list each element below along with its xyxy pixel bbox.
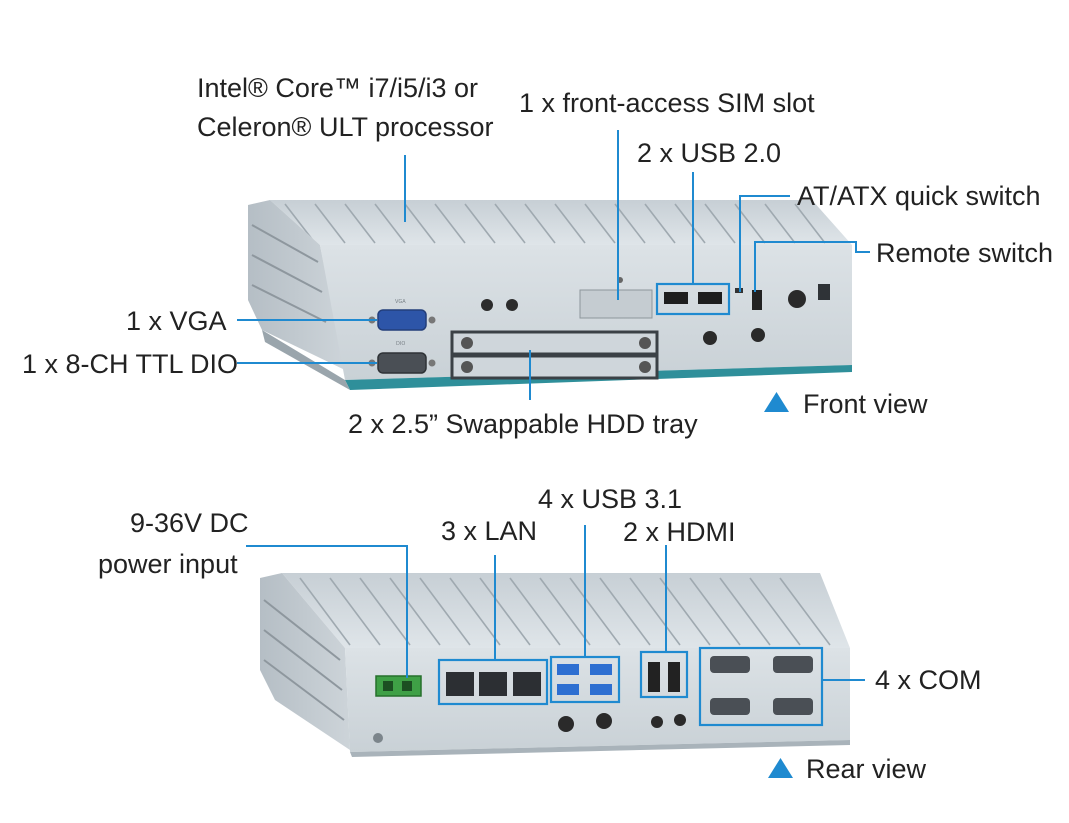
front-ports: VGA DIO bbox=[368, 277, 830, 380]
antenna-hole bbox=[703, 331, 717, 345]
com-port-1 bbox=[710, 656, 750, 673]
com-label: 4 x COM bbox=[875, 665, 982, 695]
com-port-2 bbox=[773, 656, 813, 673]
rear-leader-lines bbox=[246, 525, 865, 681]
hdd-tray-label: 2 x 2.5” Swappable HDD tray bbox=[348, 409, 698, 439]
rear-heatsink-fins bbox=[299, 577, 831, 646]
lan-label: 3 x LAN bbox=[441, 516, 537, 546]
front-aux-usb bbox=[818, 284, 830, 300]
usb3-port-2 bbox=[590, 664, 612, 675]
hdmi-highlight-box bbox=[639, 650, 689, 699]
svg-text:VGA: VGA bbox=[395, 299, 406, 305]
vga-port bbox=[377, 309, 427, 331]
dc-power-connector bbox=[375, 675, 422, 697]
com-port-3 bbox=[710, 698, 750, 715]
usb3-label: 4 x USB 3.1 bbox=[538, 484, 682, 514]
rear-ports bbox=[373, 656, 813, 743]
hdmi-port-1 bbox=[648, 662, 660, 692]
usb3-port-3 bbox=[557, 684, 579, 695]
atx-switch-label: AT/ATX quick switch bbox=[797, 181, 1041, 211]
led-indicator bbox=[506, 299, 518, 311]
sim-slot-label: 1 x front-access SIM slot bbox=[519, 88, 815, 118]
front-heatsink-fins bbox=[284, 203, 826, 244]
hdmi-label: 2 x HDMI bbox=[623, 517, 736, 547]
lan-port-3 bbox=[513, 672, 541, 696]
sim-slot-cover bbox=[579, 289, 653, 319]
processor-label-line1: Intel® Core™ i7/i5/i3 or bbox=[197, 73, 478, 103]
front-leader-lines bbox=[237, 130, 870, 400]
antenna-hole bbox=[596, 713, 612, 729]
antenna-hole bbox=[651, 716, 663, 728]
hdd-tray-2 bbox=[450, 354, 659, 380]
ground-screw bbox=[373, 733, 383, 743]
front-view-caption: Front view bbox=[803, 389, 928, 419]
antenna-hole bbox=[558, 716, 574, 732]
hdd-tray-1 bbox=[450, 330, 659, 356]
rear-heatsink-top bbox=[282, 573, 850, 648]
com-port-4 bbox=[773, 698, 813, 715]
rear-chassis bbox=[260, 573, 850, 757]
usb2-label: 2 x USB 2.0 bbox=[637, 138, 781, 168]
vga-label: 1 x VGA bbox=[126, 306, 227, 336]
lan-highlight-box bbox=[437, 658, 549, 706]
svg-text:DIO: DIO bbox=[396, 341, 405, 347]
usb3-port-1 bbox=[557, 664, 579, 675]
rear-view-caption: Rear view bbox=[806, 754, 927, 784]
remote-switch-label: Remote switch bbox=[876, 238, 1053, 268]
triangle-up-icon bbox=[768, 758, 793, 778]
power-input-label-line1: 9-36V DC bbox=[130, 508, 249, 538]
lan-port-2 bbox=[479, 672, 507, 696]
dio-label: 1 x 8-CH TTL DIO bbox=[22, 349, 238, 379]
dio-port bbox=[377, 352, 427, 374]
remote-switch-port bbox=[752, 290, 762, 310]
com-highlight-box bbox=[698, 646, 824, 727]
processor-label-line2: Celeron® ULT processor bbox=[197, 112, 494, 142]
usb3-port-4 bbox=[590, 684, 612, 695]
antenna-hole bbox=[751, 328, 765, 342]
usb2-port-2 bbox=[698, 292, 722, 304]
hdmi-port-2 bbox=[668, 662, 680, 692]
triangle-up-icon bbox=[764, 392, 789, 412]
power-button bbox=[788, 290, 806, 308]
power-input-label-line2: power input bbox=[98, 549, 238, 579]
usb2-port-1 bbox=[664, 292, 688, 304]
lan-port-1 bbox=[446, 672, 474, 696]
antenna-hole bbox=[674, 714, 686, 726]
led-indicator bbox=[481, 299, 493, 311]
front-heatsink-top bbox=[270, 200, 852, 245]
front-left-side bbox=[248, 200, 345, 370]
